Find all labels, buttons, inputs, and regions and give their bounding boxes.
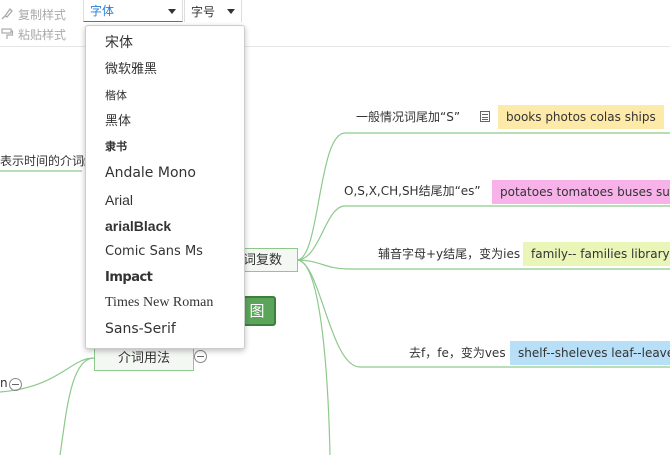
font-option-andale-mono[interactable]: Andale Mono (105, 165, 196, 181)
left-node-fragment[interactable]: n (0, 376, 8, 390)
font-option-songti[interactable]: 宋体 (105, 35, 133, 51)
font-option-arial[interactable]: Arial (105, 192, 134, 208)
font-size-select[interactable]: 字号 (184, 0, 242, 22)
example-s[interactable]: books photos colas ships (498, 105, 664, 129)
rule-ies[interactable]: 辅音字母+y结尾，变为ies (378, 247, 521, 261)
example-ves[interactable]: shelf--sheleves leaf--leaves (510, 341, 670, 365)
font-option-yahei[interactable]: 微软雅黑 (105, 62, 158, 77)
font-option-heiti[interactable]: 黑体 (105, 114, 132, 129)
chevron-down-icon (227, 9, 235, 14)
copy-style-label: 复制样式 (18, 7, 67, 22)
font-option-impact[interactable]: Impact (105, 270, 153, 285)
note-icon[interactable] (480, 111, 490, 122)
collapse-minus-icon[interactable] (194, 350, 207, 363)
font-option-sans-serif[interactable]: Sans-Serif (105, 321, 176, 337)
copy-style-button[interactable]: 复制样式 (0, 5, 66, 23)
rule-add-s[interactable]: 一般情况词尾加“S” (356, 110, 461, 124)
node-time-preposition[interactable]: 表示时间的介词 (0, 154, 85, 168)
paste-style-button[interactable]: 粘贴样式 (0, 25, 66, 43)
font-option-comic-sans[interactable]: Comic Sans Ms (105, 244, 203, 259)
paint-roller-icon (0, 27, 14, 41)
example-ies[interactable]: family-- families library-- (523, 242, 670, 266)
rule-add-es[interactable]: O,S,X,CH,SH结尾加“es” (344, 184, 481, 198)
chevron-down-icon (168, 9, 176, 14)
node-preposition-usage[interactable]: 介词用法 (94, 345, 194, 371)
font-option-times-new-roman[interactable]: Times New Roman (105, 295, 214, 310)
example-es[interactable]: potatoes tomatoes buses sunc (492, 180, 670, 204)
collapse-minus-icon[interactable] (9, 378, 22, 391)
font-family-value: 字体 (90, 4, 115, 18)
paste-style-label: 粘贴样式 (18, 27, 67, 42)
font-option-arial-black[interactable]: arialBlack (105, 218, 172, 234)
font-size-value: 字号 (191, 4, 216, 19)
node-noun-plural[interactable]: 词复数 (240, 248, 298, 272)
minus-glyph (197, 356, 204, 357)
font-option-lishu[interactable]: 隶书 (105, 140, 127, 153)
font-family-dropdown: 宋体 微软雅黑 楷体 黑体 隶书 Andale Mono Arial arial… (85, 25, 245, 349)
brush-icon (0, 7, 14, 21)
font-family-select[interactable]: 字体 (83, 0, 183, 22)
minus-glyph (12, 384, 19, 385)
rule-ves[interactable]: 去f，fe，变为ves (409, 346, 506, 360)
font-option-kaiti[interactable]: 楷体 (105, 89, 127, 102)
